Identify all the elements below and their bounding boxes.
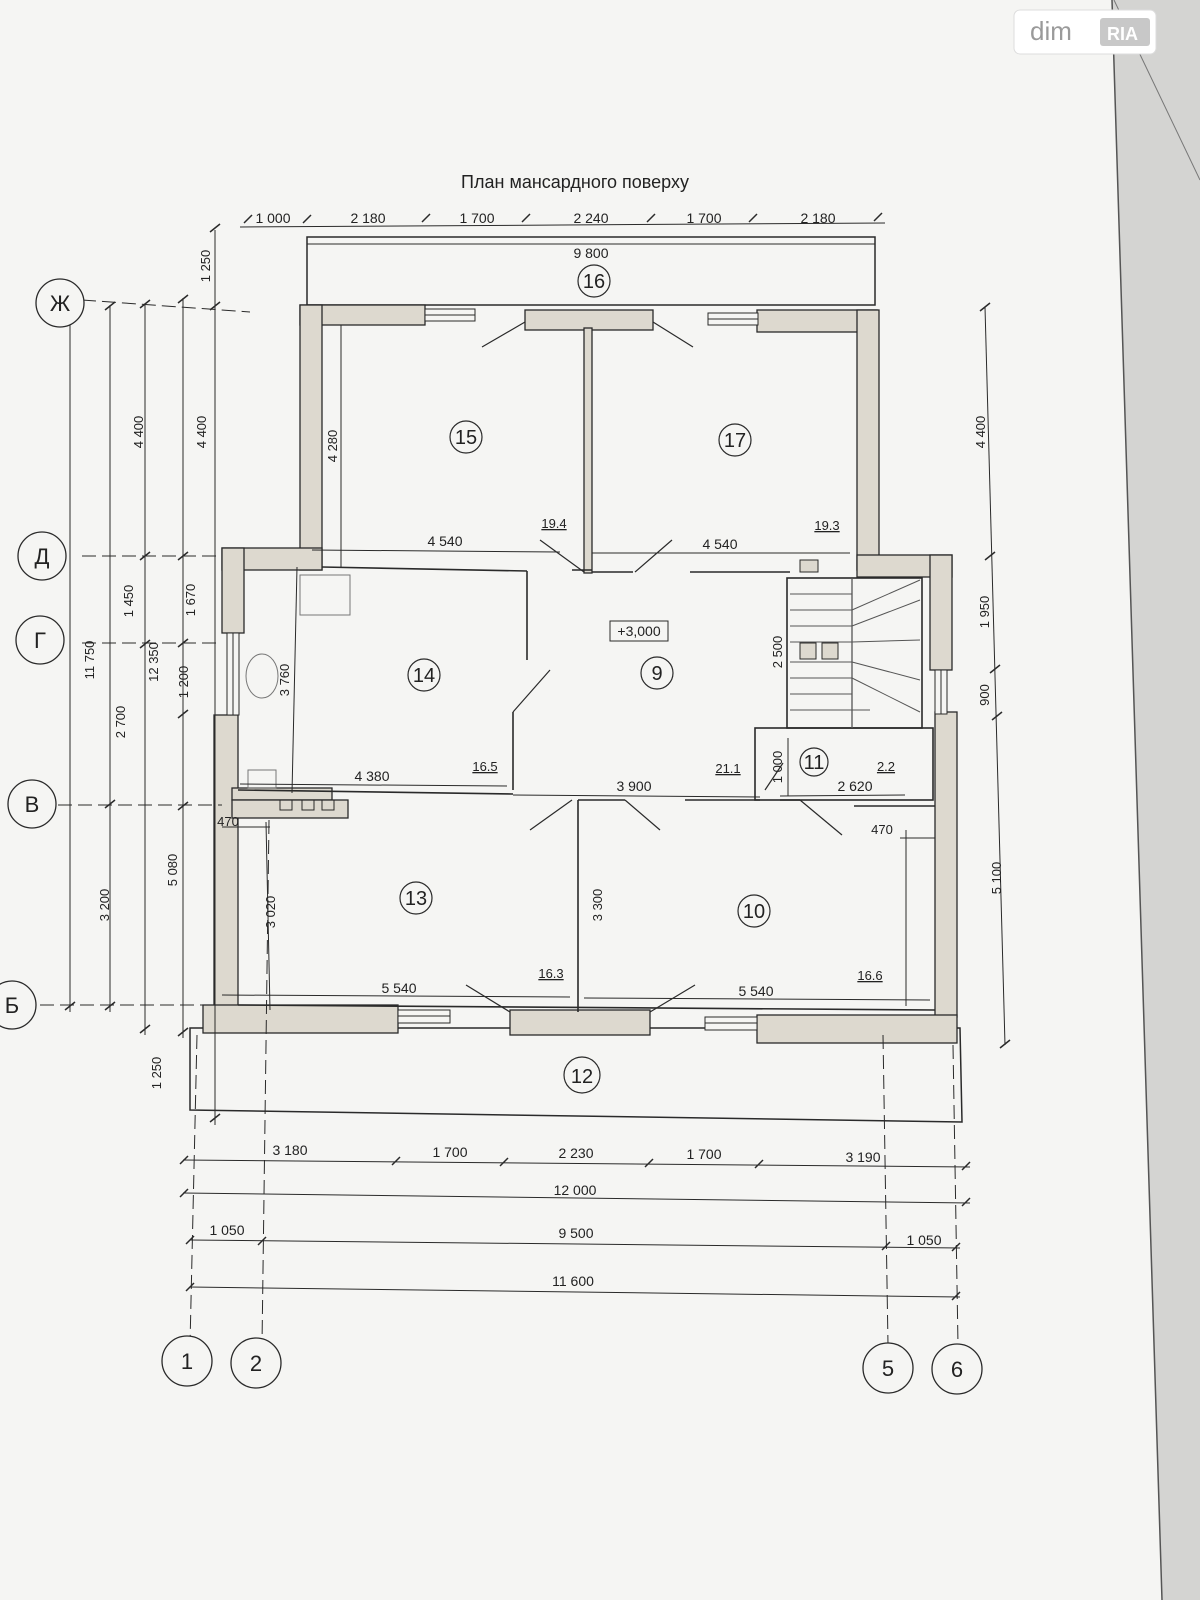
bottom-row3-2: 9 500 xyxy=(558,1225,593,1241)
bottom-row1-5: 3 190 xyxy=(845,1149,880,1165)
axis-2: 2 xyxy=(250,1351,262,1376)
top-dim-1: 1 000 xyxy=(255,210,290,226)
balcony-top xyxy=(306,236,876,306)
axis-d: Д xyxy=(35,544,50,569)
walls xyxy=(202,304,958,1044)
axis-bubbles xyxy=(0,278,983,1395)
hall-width: 3 900 xyxy=(616,778,651,794)
room-11-height: 1 000 xyxy=(770,751,785,784)
top-dim-3: 1 700 xyxy=(459,210,494,226)
room-11-area: 2.2 xyxy=(877,759,895,774)
room-14-height: 3 760 xyxy=(277,664,292,697)
left-chain-b-6: 1 250 xyxy=(149,1057,164,1090)
axis-g: Г xyxy=(34,628,46,653)
right-offset: 470 xyxy=(871,822,893,837)
bottom-row3-3: 1 050 xyxy=(906,1232,941,1248)
left-chain-a-3: 2 700 xyxy=(113,706,128,739)
left-mid-dim: 12 350 xyxy=(146,642,161,682)
room-10-area: 16.6 xyxy=(857,968,882,983)
hall-height: 3 300 xyxy=(590,889,605,922)
watermark-logo: dim RIA xyxy=(1013,9,1157,55)
left-chain-b-2: 4 400 xyxy=(194,416,209,449)
right-dim-4: 5 100 xyxy=(989,862,1004,895)
left-chain-a-4: 3 200 xyxy=(97,889,112,922)
room-11-width: 2 620 xyxy=(837,778,872,794)
room-17-area: 19.3 xyxy=(814,518,839,533)
bottom-row4: 11 600 xyxy=(552,1273,594,1289)
stair xyxy=(790,559,921,728)
room-12-number: 12 xyxy=(571,1066,593,1088)
room-15-area: 19.4 xyxy=(541,516,566,531)
left-chain-b-4: 1 200 xyxy=(176,666,191,699)
bathroom-fixtures xyxy=(245,574,351,811)
axis-1: 1 xyxy=(181,1349,193,1374)
level-mark-box xyxy=(609,620,669,642)
room-10-number: 10 xyxy=(743,901,765,923)
room-13-number: 13 xyxy=(405,888,427,910)
left-outer-dim: 11 750 xyxy=(82,641,97,680)
level-mark: +3,000 xyxy=(617,623,660,639)
room-11-number: 11 xyxy=(804,752,825,774)
room-14-area: 16.5 xyxy=(472,759,497,774)
axis-zh: Ж xyxy=(50,291,71,316)
room-10-width: 5 540 xyxy=(738,983,773,999)
room-15-number: 15 xyxy=(455,427,477,449)
room-9-number: 9 xyxy=(651,663,662,685)
windows xyxy=(226,308,948,1031)
watermark-right: RIA xyxy=(1107,24,1138,44)
left-chain-b-1: 1 250 xyxy=(198,250,213,283)
stair-length: 2 500 xyxy=(770,636,785,669)
hall-area: 21.1 xyxy=(715,761,740,776)
watermark-left: dim xyxy=(1030,16,1072,46)
top-dim-6: 2 180 xyxy=(800,210,835,226)
bottom-row1-4: 1 700 xyxy=(686,1146,721,1162)
room-15-height: 4 280 xyxy=(325,430,340,463)
bottom-row1-2: 1 700 xyxy=(432,1144,467,1160)
room-13-area: 16.3 xyxy=(538,966,563,981)
top-dim-5: 1 700 xyxy=(686,210,721,226)
paper-frame-line xyxy=(1111,0,1163,1600)
room-17-width: 4 540 xyxy=(702,536,737,552)
left-chain-b-5: 5 080 xyxy=(165,854,180,887)
axis-6: 6 xyxy=(951,1357,963,1382)
left-chain-b-3: 1 670 xyxy=(183,584,198,617)
axis-b: Б xyxy=(5,993,19,1018)
bottom-row1-3: 2 230 xyxy=(558,1145,593,1161)
bottom-row2: 12 000 xyxy=(554,1182,597,1198)
right-dim-1: 4 400 xyxy=(973,416,988,449)
left-chain-a-2: 1 450 xyxy=(121,585,136,618)
room-17-number: 17 xyxy=(724,430,746,452)
room-16-number: 16 xyxy=(583,271,605,293)
balcony-bottom xyxy=(189,1027,963,1123)
room-15-width: 4 540 xyxy=(427,533,462,549)
plan-title: План мансардного поверху xyxy=(461,172,689,192)
bottom-row1-1: 3 180 xyxy=(272,1142,307,1158)
right-dim-2: 1 950 xyxy=(977,596,992,629)
room-13-height: 3 020 xyxy=(263,896,278,929)
top-dim-2: 2 180 xyxy=(350,210,385,226)
top-dim-4: 2 240 xyxy=(573,210,608,226)
room-13-width: 5 540 xyxy=(381,980,416,996)
partitions xyxy=(237,566,936,1012)
dimension-ticks xyxy=(64,212,1011,1301)
left-chain-a-1: 4 400 xyxy=(131,416,146,449)
axis-v: В xyxy=(25,792,40,817)
room-14-width: 4 380 xyxy=(354,768,389,784)
axis-5: 5 xyxy=(882,1356,894,1381)
right-dim-3: 900 xyxy=(977,684,992,706)
room-labels xyxy=(399,264,829,1094)
bottom-row3-1: 1 050 xyxy=(209,1222,244,1238)
left-offset: 470 xyxy=(217,814,239,829)
room-14-number: 14 xyxy=(413,665,435,687)
balcony-top-width: 9 800 xyxy=(573,245,608,261)
